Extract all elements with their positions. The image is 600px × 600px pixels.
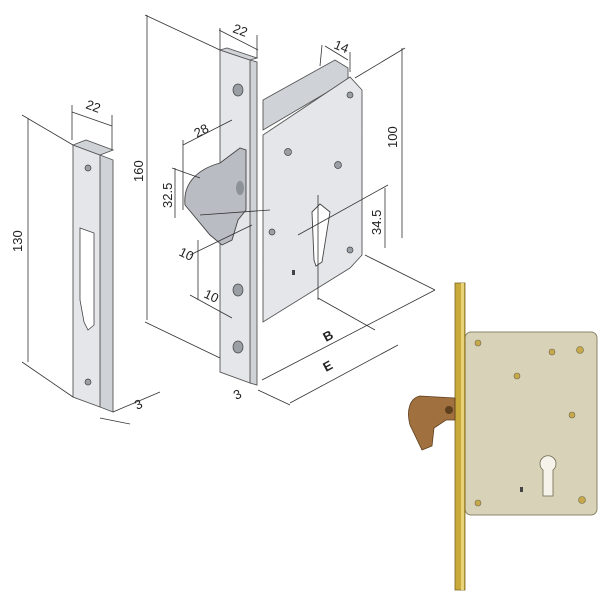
strike-height-label: 130 (10, 230, 25, 252)
faceplate-height-label: 160 (131, 160, 146, 182)
strike-plate (71, 139, 115, 413)
faceplate-thickness-label: 3 (231, 386, 244, 403)
lock-drawing (184, 47, 363, 386)
strike-thickness-label: 3 (132, 396, 145, 413)
cylinder-height-label: 34.5 (369, 210, 384, 235)
latch-projection-label: 28 (191, 121, 211, 141)
lock-photo (408, 282, 598, 591)
strike-width-label: 22 (84, 97, 103, 116)
latch-height-label: 32.5 (160, 183, 175, 208)
latch-offset-label-1: 10 (177, 244, 196, 264)
depth-label: E (320, 357, 335, 374)
backset-label: B (320, 327, 335, 345)
strike-dimensions: 22 130 3 (10, 97, 161, 425)
latch-offset-label-2: 10 (202, 286, 221, 306)
lock-dimensions: 22 160 28 32.5 10 10 14 100 34.5 B E 3 (131, 14, 436, 406)
body-height-label: 100 (385, 126, 400, 148)
body-thickness-label: 14 (332, 37, 351, 56)
faceplate-width-label: 22 (231, 21, 250, 40)
